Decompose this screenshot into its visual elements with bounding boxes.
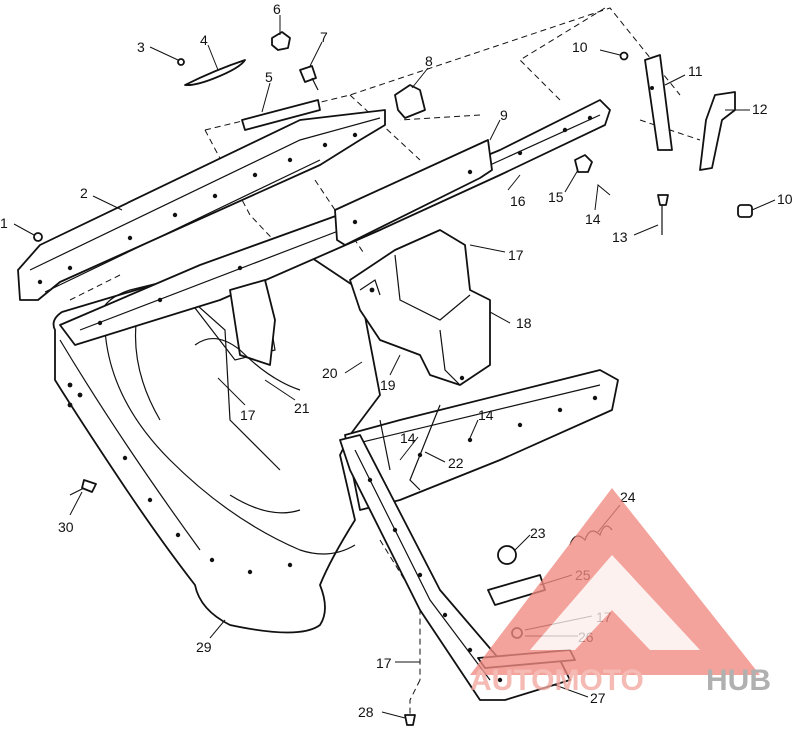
callout-28: 28	[358, 704, 374, 720]
callout-2: 2	[80, 185, 88, 201]
callout-10a: 10	[572, 39, 588, 55]
callout-29: 29	[196, 639, 212, 655]
callout-5: 5	[265, 69, 273, 85]
automotohub-watermark: AUTOMOTO HUB	[470, 488, 771, 697]
center-mount-18	[349, 229, 491, 386]
callout-17a: 17	[508, 247, 524, 263]
callout-8: 8	[425, 53, 433, 69]
callout-4: 4	[200, 32, 208, 48]
callout-22: 22	[448, 455, 464, 471]
callout-12: 12	[752, 101, 768, 117]
callout-19: 19	[380, 377, 396, 393]
callout-14a: 14	[585, 211, 601, 227]
callout-24: 24	[620, 489, 636, 505]
callout-13: 13	[612, 229, 628, 245]
callout-15: 15	[548, 189, 564, 205]
callout-17b: 17	[240, 407, 256, 423]
callout-18: 18	[516, 315, 532, 331]
rail-2	[17, 109, 386, 301]
callout-7: 7	[320, 29, 328, 45]
side-bracket	[194, 279, 301, 391]
watermark-text-hub: HUB	[706, 664, 771, 697]
callout-17d: 17	[376, 655, 392, 671]
callout-1: 1	[0, 215, 8, 231]
callout-14b: 14	[478, 407, 494, 423]
small-parts-top	[33, 31, 426, 242]
callout-21: 21	[294, 400, 310, 416]
callout-30: 30	[58, 519, 74, 535]
callout-6: 6	[273, 1, 281, 17]
callout-16: 16	[510, 193, 526, 209]
small-parts-right	[574, 51, 753, 235]
callout-20: 20	[322, 365, 338, 381]
callout-11: 11	[688, 63, 703, 79]
callout-9: 9	[500, 107, 508, 123]
callout-23: 23	[530, 525, 546, 541]
callout-14c: 14	[400, 430, 416, 446]
bracket-plate-9	[334, 139, 493, 246]
callout-10b: 10	[777, 191, 793, 207]
callout-27: 27	[590, 690, 606, 706]
watermark-text-automoto: AUTOMOTO	[470, 664, 644, 697]
callout-3: 3	[137, 39, 145, 55]
watermark-triangle-notch	[575, 610, 650, 650]
watermark-triangle-cutout	[530, 555, 700, 650]
